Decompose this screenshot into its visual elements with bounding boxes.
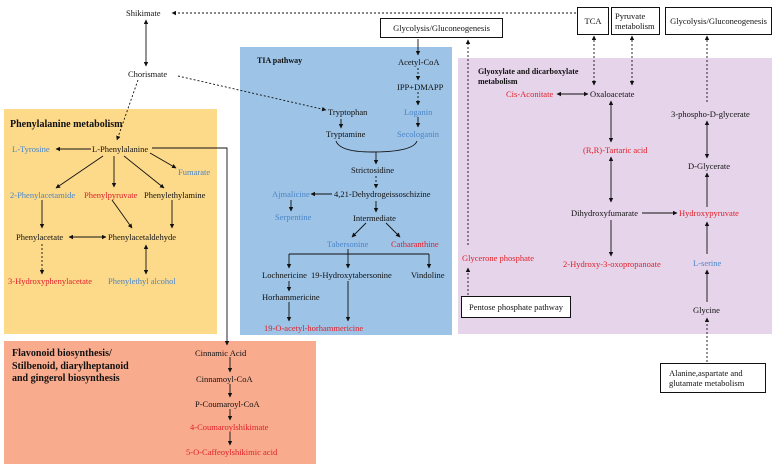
node-coumaroylshikimate: 4-Coumaroylshikimate xyxy=(190,422,269,432)
node-tartaric-acid: (R,R)-Tartaric acid xyxy=(583,145,648,155)
pentose-box: Pentose phosphate pathway xyxy=(461,296,571,318)
node-cinnamic-acid: Cinnamic Acid xyxy=(195,348,247,358)
node-chorismate: Chorismate xyxy=(128,69,168,79)
node-ipp-dmapp: IPP+DMAPP xyxy=(397,82,444,92)
node-phospho-glycerate: 3-phospho-D-glycerate xyxy=(671,109,750,119)
pyruvate-box: Pyruvate metabolism xyxy=(611,7,660,35)
node-phenylethyl-alcohol: Phenylethyl alcohol xyxy=(108,276,176,286)
node-hydroxytabersonine: 19-Hydroxytabersonine xyxy=(311,270,392,280)
node-secologanin: Secologanin xyxy=(397,129,440,139)
node-acetyl-horhammericine: 19-O-acetyl-horhammericine xyxy=(264,323,364,333)
tca-box: TCA xyxy=(577,7,609,35)
flavonoid-panel xyxy=(4,341,316,464)
node-tabersonine: Tabersonine xyxy=(327,239,369,249)
node-intermediate: Intermediate xyxy=(353,213,396,223)
flavonoid-title: Flavonoid biosynthesis/ Stilbenoid, diar… xyxy=(12,348,129,384)
node-cinnamoyl-coa: Cinnamoyl-CoA xyxy=(196,374,253,384)
glycolysis-right-box: Glycolysis/Gluconeogenesis xyxy=(665,7,772,35)
node-hydroxypyruvate: Hydroxypyruvate xyxy=(679,208,739,218)
node-caffeoylshikimic-acid: 5-O-Caffeoylshikimic acid xyxy=(186,447,278,457)
node-lochnericine: Lochnericine xyxy=(262,270,307,280)
node-loganin: Loganin xyxy=(404,107,433,117)
node-glycine: Glycine xyxy=(693,305,720,315)
node-ajmalicine: Ajmalicine xyxy=(272,189,310,199)
node-cis-aconitate: Cis-Aconitate xyxy=(506,89,554,99)
node-shikimate: Shikimate xyxy=(126,8,161,18)
node-strictosidine: Strictosidine xyxy=(351,165,394,175)
node-serpentine: Serpentine xyxy=(275,212,312,222)
node-l-phenylalanine: L-Phenylalanine xyxy=(92,144,149,154)
node-phenylethylamine: Phenylethylamine xyxy=(144,190,206,200)
node-phenylpyruvate: Phenylpyruvate xyxy=(84,190,138,200)
node-p-coumaroyl-coa: P-Coumaroyl-CoA xyxy=(195,399,260,409)
glyoxylate-title: Glyoxylate and dicarboxylate metabolism xyxy=(478,67,579,86)
node-tryptophan: Tryptophan xyxy=(328,107,368,117)
node-horhammericine: Horhammericine xyxy=(262,292,320,302)
alanine-box: Alanine,aspartate and glutamate metaboli… xyxy=(660,363,766,393)
node-phenylacetaldehyde: Phenylacetaldehyde xyxy=(108,232,176,242)
node-oxopropanoate: 2-Hydroxy-3-oxopropanoate xyxy=(563,259,661,269)
node-vindoline: Vindoline xyxy=(411,270,445,280)
node-tryptamine: Tryptamine xyxy=(326,129,366,139)
tia-title: TIA pathway xyxy=(257,56,303,65)
phenylalanine-title: Phenylalanine metabolism xyxy=(10,119,123,130)
node-l-serine: L-serine xyxy=(693,258,722,268)
node-phenylacetate: Phenylacetate xyxy=(16,232,64,242)
node-phenylacetamide: 2-Phenylacetamide xyxy=(10,190,76,200)
phenylalanine-panel xyxy=(4,109,217,334)
node-hydroxyphenylacetate: 3-Hydroxyphenylacetate xyxy=(8,276,93,286)
node-l-tyrosine: L-Tyrosine xyxy=(12,144,50,154)
node-catharanthine: Catharanthine xyxy=(391,239,439,249)
glyoxylate-panel xyxy=(458,58,772,334)
node-dehydrogeissoschizine: 4,21-Dehydrogeissoschizine xyxy=(334,189,431,199)
node-d-glycerate: D-Glycerate xyxy=(688,161,731,171)
node-oxaloacetate: Oxaloacetate xyxy=(590,89,635,99)
node-glycerone-phosphate: Glycerone phosphate xyxy=(462,253,534,263)
node-dihydroxyfumarate: Dihydroxyfumarate xyxy=(571,208,639,218)
node-fumarate: Fumarate xyxy=(178,167,211,177)
node-acetyl-coa: Acetyl-CoA xyxy=(398,57,440,67)
glycolysis-center-box: Glycolysis/Gluconeogenesis xyxy=(380,18,503,38)
